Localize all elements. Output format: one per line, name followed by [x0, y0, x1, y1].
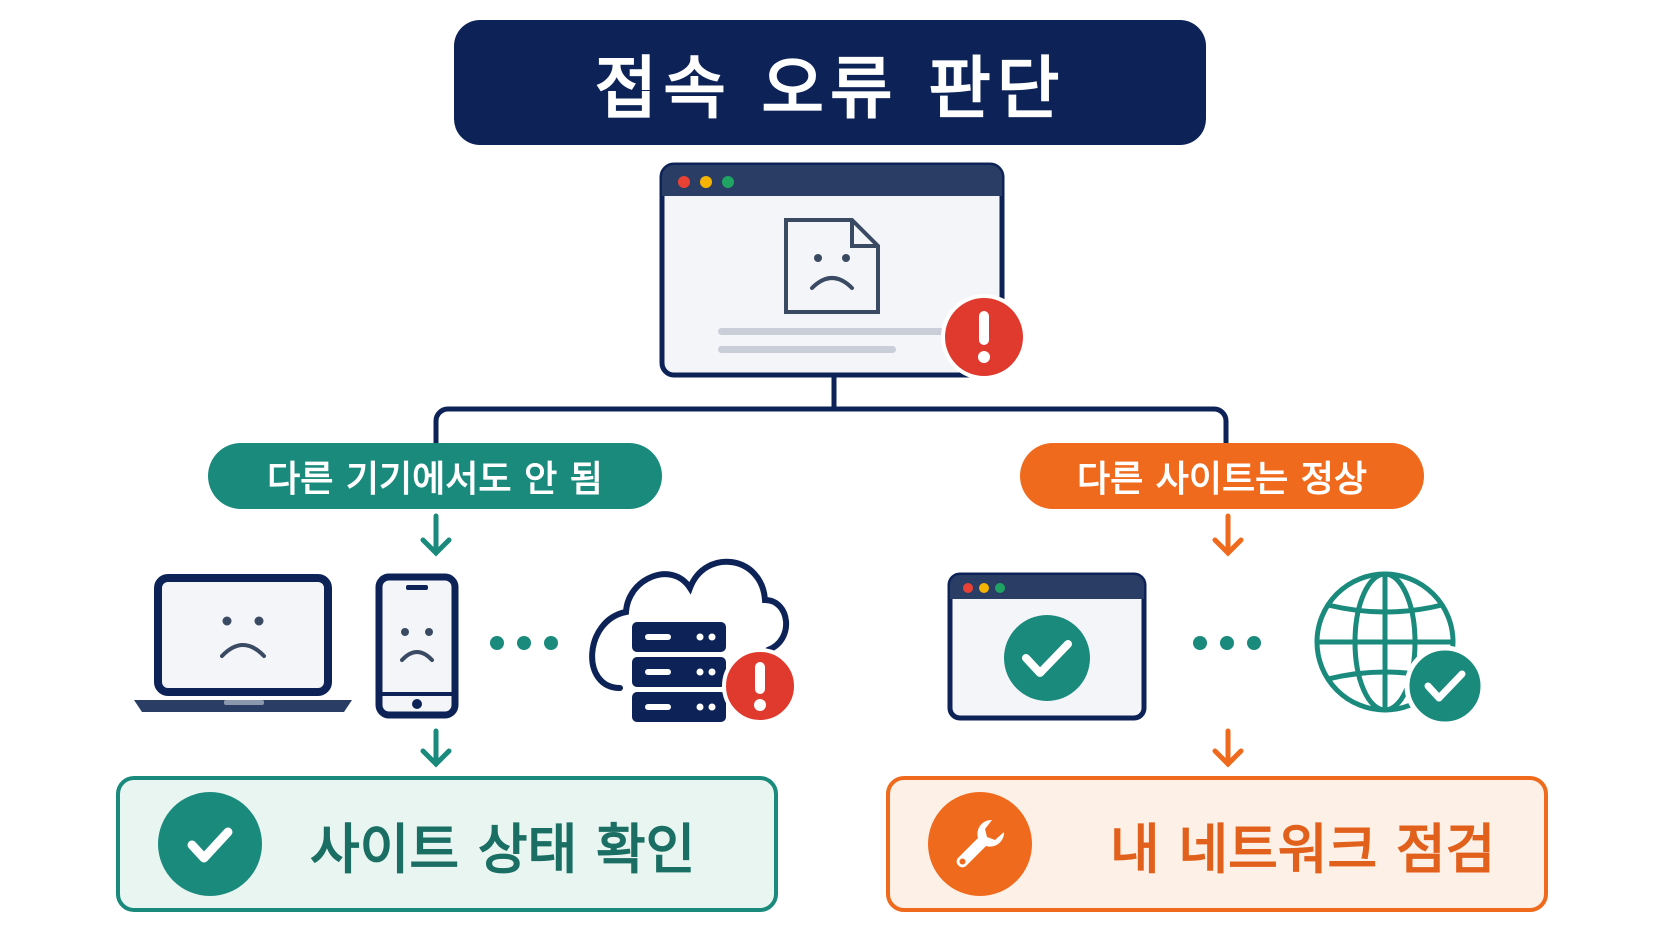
arrow-down-icon: [420, 513, 452, 557]
arrow-down-icon: [1212, 513, 1244, 557]
laptop-sad-icon: [134, 574, 352, 712]
result-label: 내 네트워크 점검: [1110, 817, 1496, 881]
cloud-server-error-icon: [589, 558, 798, 724]
result-label: 사이트 상태 확인: [310, 817, 696, 881]
arrow-down-icon: [1212, 728, 1244, 768]
sad-document-icon: [784, 218, 880, 314]
error-alert-icon: [941, 294, 1027, 380]
browser-check-icon: [947, 572, 1147, 721]
result-check-my-network: 내 네트워크 점검: [886, 776, 1548, 912]
result-check-site-status: 사이트 상태 확인: [116, 776, 778, 912]
check-circle-icon: [158, 792, 262, 896]
phone-sad-icon: [375, 573, 459, 719]
branch-connector: [433, 375, 1229, 443]
wrench-icon: [928, 792, 1032, 896]
server-rack-icon: [632, 622, 726, 722]
arrow-down-icon: [420, 728, 452, 768]
browser-error-icon: [659, 162, 1027, 380]
ellipsis-icon: [490, 636, 558, 650]
condition-other-sites-ok: 다른 사이트는 정상: [1020, 443, 1424, 509]
error-alert-icon: [722, 648, 798, 724]
page-title: 접속 오류 판단: [454, 20, 1206, 145]
globe-check-icon: [1314, 571, 1486, 727]
ellipsis-icon: [1193, 636, 1261, 650]
condition-other-devices-fail: 다른 기기에서도 안 됨: [208, 443, 662, 509]
